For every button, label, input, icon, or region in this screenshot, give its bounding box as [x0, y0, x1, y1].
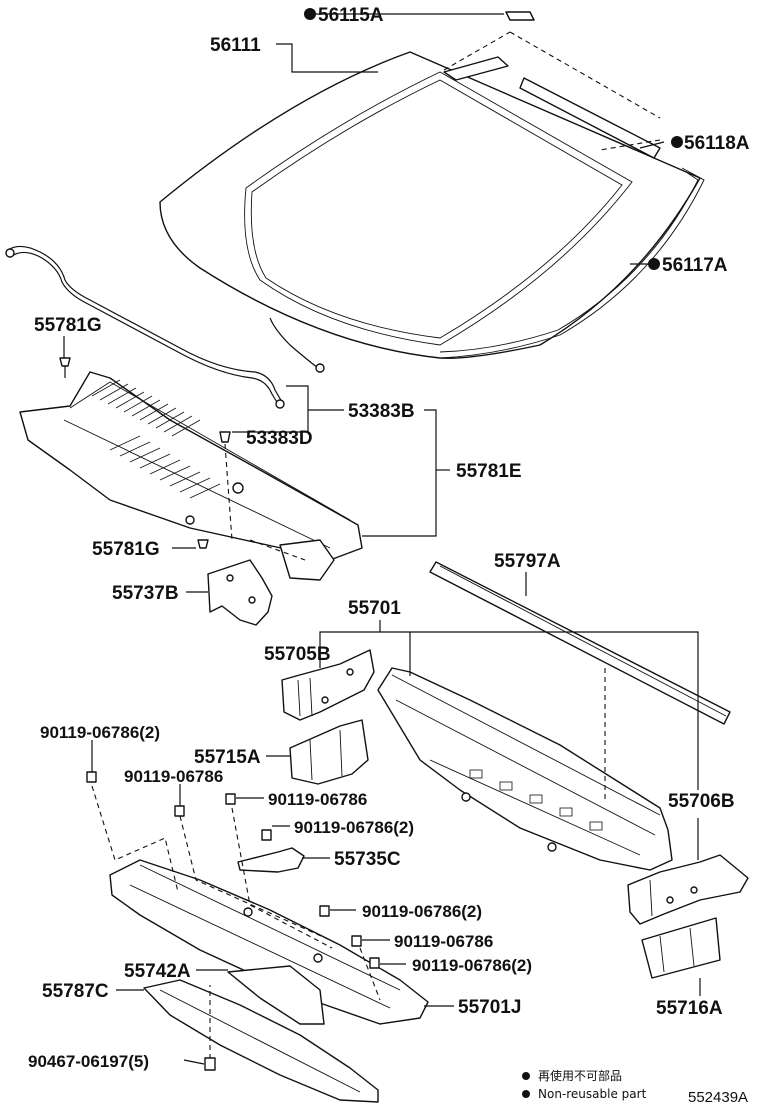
label-55701J: 55701J	[458, 997, 521, 1018]
clip-55781G-top	[59, 357, 71, 378]
label-56117A: 56117A	[662, 255, 728, 276]
clip-55781G-mid	[197, 539, 209, 549]
label-56111: 56111	[210, 35, 261, 56]
label-55781E: 55781E	[456, 461, 522, 482]
label-90119-06786-c: 90119-06786	[394, 932, 493, 951]
cowl-top-ventilator-louver	[19, 371, 363, 581]
label-90119-06786-2-b: 90119-06786(2)	[294, 818, 414, 837]
label-55705B: 55705B	[264, 644, 331, 665]
clip-53383D	[219, 431, 231, 443]
silencer-55742A	[227, 965, 325, 1025]
cowl-brace-55715A	[289, 719, 369, 785]
label-56118A: 56118A	[684, 133, 750, 154]
legend: 再使用不可部品 Non-reusable part	[522, 1068, 647, 1101]
leader-lines	[63, 13, 701, 1065]
non-reusable-markers	[304, 8, 683, 270]
cowl-panel-55787C	[143, 979, 379, 1103]
label-55797A: 55797A	[494, 551, 561, 572]
legend-text-ja: 再使用不可部品	[538, 1068, 622, 1083]
legend-bullet-icon	[522, 1072, 530, 1080]
label-55737B: 55737B	[112, 583, 179, 604]
label-55781G-top: 55781G	[34, 315, 102, 336]
label-55787C: 55787C	[42, 981, 109, 1002]
cowl-panel-outer	[377, 667, 673, 871]
label-90119-06786-2-c: 90119-06786(2)	[362, 902, 482, 921]
bolt-icons	[86, 771, 380, 1071]
windshield-glass	[159, 51, 701, 373]
washer-hose	[5, 245, 285, 409]
windshield-upper-strips	[443, 11, 661, 159]
label-55735C: 55735C	[334, 849, 401, 870]
cowl-brace-55716A	[641, 917, 721, 979]
label-90119-06786-2-d: 90119-06786(2)	[412, 956, 532, 975]
cowl-seal-55737B	[207, 559, 273, 626]
legend-bullet-icon	[522, 1090, 530, 1098]
label-53383D: 53383D	[246, 428, 313, 449]
hood-to-cowl-seal	[429, 561, 731, 725]
cowl-side-bracket-55706B	[627, 854, 749, 925]
diagram-code: 552439A	[688, 1089, 748, 1106]
bracket-55735C	[237, 847, 305, 873]
label-53383B: 53383B	[348, 401, 415, 422]
label-90119-06786-2-a: 90119-06786(2)	[40, 723, 160, 742]
label-90119-06786-a: 90119-06786	[124, 767, 223, 786]
label-55742A: 55742A	[124, 961, 191, 982]
legend-text-en: Non-reusable part	[538, 1087, 647, 1101]
label-55706B: 55706B	[668, 791, 735, 812]
windshield-molding-side	[439, 167, 705, 359]
label-55715A: 55715A	[194, 747, 261, 768]
label-55701: 55701	[348, 598, 401, 619]
label-90467-06197-5: 90467-06197(5)	[28, 1052, 149, 1071]
label-90119-06786-b: 90119-06786	[268, 790, 367, 809]
label-55781G-mid: 55781G	[92, 539, 160, 560]
label-56115A: 56115A	[318, 5, 384, 26]
cowl-lower-panel-55701J	[109, 859, 429, 1025]
label-55716A: 55716A	[656, 998, 723, 1019]
cowl-side-bracket-55705B	[281, 649, 375, 721]
